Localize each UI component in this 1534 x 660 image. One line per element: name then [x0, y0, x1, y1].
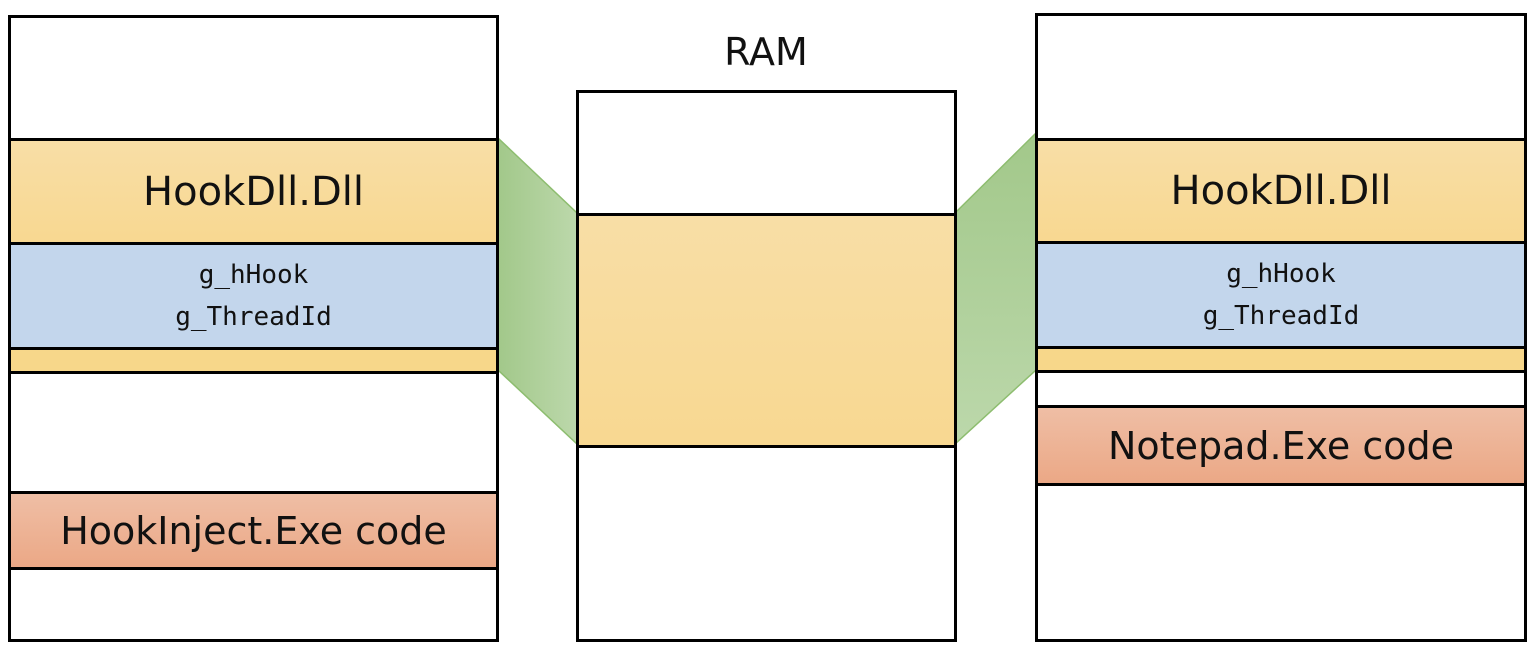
right-hookdll-label: HookDll.Dll: [1170, 168, 1392, 214]
ram-title: RAM: [724, 30, 808, 74]
left-hookdll-section: HookDll.Dll: [11, 138, 496, 245]
right-hookdll-section: HookDll.Dll: [1038, 138, 1524, 244]
left-dll-tail-section: [11, 350, 496, 374]
right-var-threadid: g_ThreadId: [1202, 301, 1360, 331]
right-notepad-code-section: Notepad.Exe code: [1038, 405, 1524, 486]
right-variables-section: g_hHook g_ThreadId: [1038, 244, 1524, 349]
left-mapping-connector: [497, 136, 578, 446]
left-var-hhook: g_hHook: [198, 260, 309, 290]
right-process-memory: HookDll.Dll g_hHook g_ThreadId Notepad.E…: [1035, 13, 1527, 642]
right-dll-tail-section: [1038, 349, 1524, 373]
right-var-hhook: g_hHook: [1226, 259, 1336, 289]
left-hookdll-label: HookDll.Dll: [143, 168, 364, 215]
left-var-threadid: g_ThreadId: [175, 302, 332, 332]
ram-shared-dll-section: [579, 213, 954, 448]
right-code-label: Notepad.Exe code: [1108, 423, 1454, 468]
ram-memory: [576, 90, 957, 642]
left-hookinject-code-section: HookInject.Exe code: [11, 491, 496, 570]
right-mapping-connector: [954, 131, 1037, 446]
left-process-memory: HookDll.Dll g_hHook g_ThreadId HookInjec…: [8, 15, 499, 642]
left-code-label: HookInject.Exe code: [60, 508, 447, 553]
left-variables-section: g_hHook g_ThreadId: [11, 245, 496, 350]
